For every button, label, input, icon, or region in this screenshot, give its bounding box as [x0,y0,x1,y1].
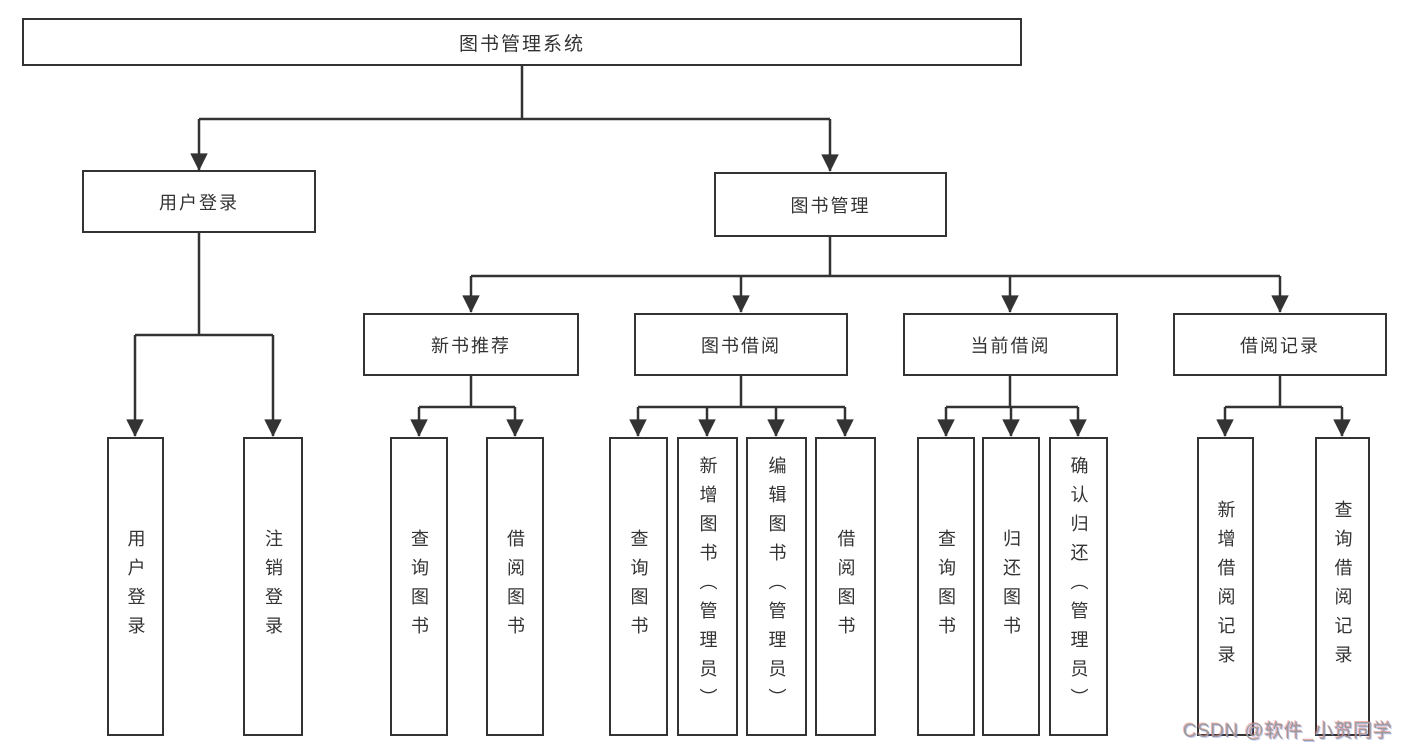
leaf-label: 确认归还（管理员） [1068,456,1089,717]
node-new-book-recommendation: 新书推荐 [363,313,579,376]
leaf-rec-query-books: 查询图书 [390,437,448,736]
node-user-login: 用户登录 [82,170,316,233]
leaf-label: 查询图书 [628,528,649,645]
leaf-label: 查询借阅记录 [1332,499,1353,674]
leaf-label: 编辑图书（管理员） [766,456,787,717]
node-current-borrowing: 当前借阅 [903,313,1118,376]
leaf-label: 查询图书 [409,528,429,645]
node-library-management-system: 图书管理系统 [22,18,1022,66]
leaf-label: 借阅图书 [505,528,525,645]
leaf-label: 归还图书 [1001,528,1021,645]
leaf-borrow-add-books-admin: 新增图书（管理员） [677,437,738,736]
leaf-label: 新增借阅记录 [1215,499,1236,674]
csdn-watermark: CSDN @软件_小贺同学 [1183,721,1393,742]
leaf-label: 新增图书（管理员） [697,456,718,717]
leaf-current-return-books: 归还图书 [982,437,1040,736]
leaf-label: 用户登录 [125,528,146,645]
leaf-borrow-query-books: 查询图书 [609,437,668,736]
leaf-records-query-record: 查询借阅记录 [1315,437,1370,736]
leaf-logout-login: 注销登录 [243,437,303,736]
leaf-label: 借阅图书 [835,528,856,645]
leaf-rec-borrow-books: 借阅图书 [486,437,544,736]
node-book-management: 图书管理 [714,172,947,237]
leaf-current-query-books: 查询图书 [917,437,975,736]
node-borrowing-records: 借阅记录 [1173,313,1387,376]
leaf-current-confirm-return-admin: 确认归还（管理员） [1049,437,1108,736]
leaf-label: 查询图书 [936,528,956,645]
leaf-label: 注销登录 [263,528,283,645]
leaf-records-add-record: 新增借阅记录 [1197,437,1254,736]
leaf-user-login: 用户登录 [107,437,164,736]
leaf-borrow-edit-books-admin: 编辑图书（管理员） [746,437,807,736]
leaf-borrow-borrow-books: 借阅图书 [815,437,876,736]
node-book-borrowing: 图书借阅 [634,313,848,376]
